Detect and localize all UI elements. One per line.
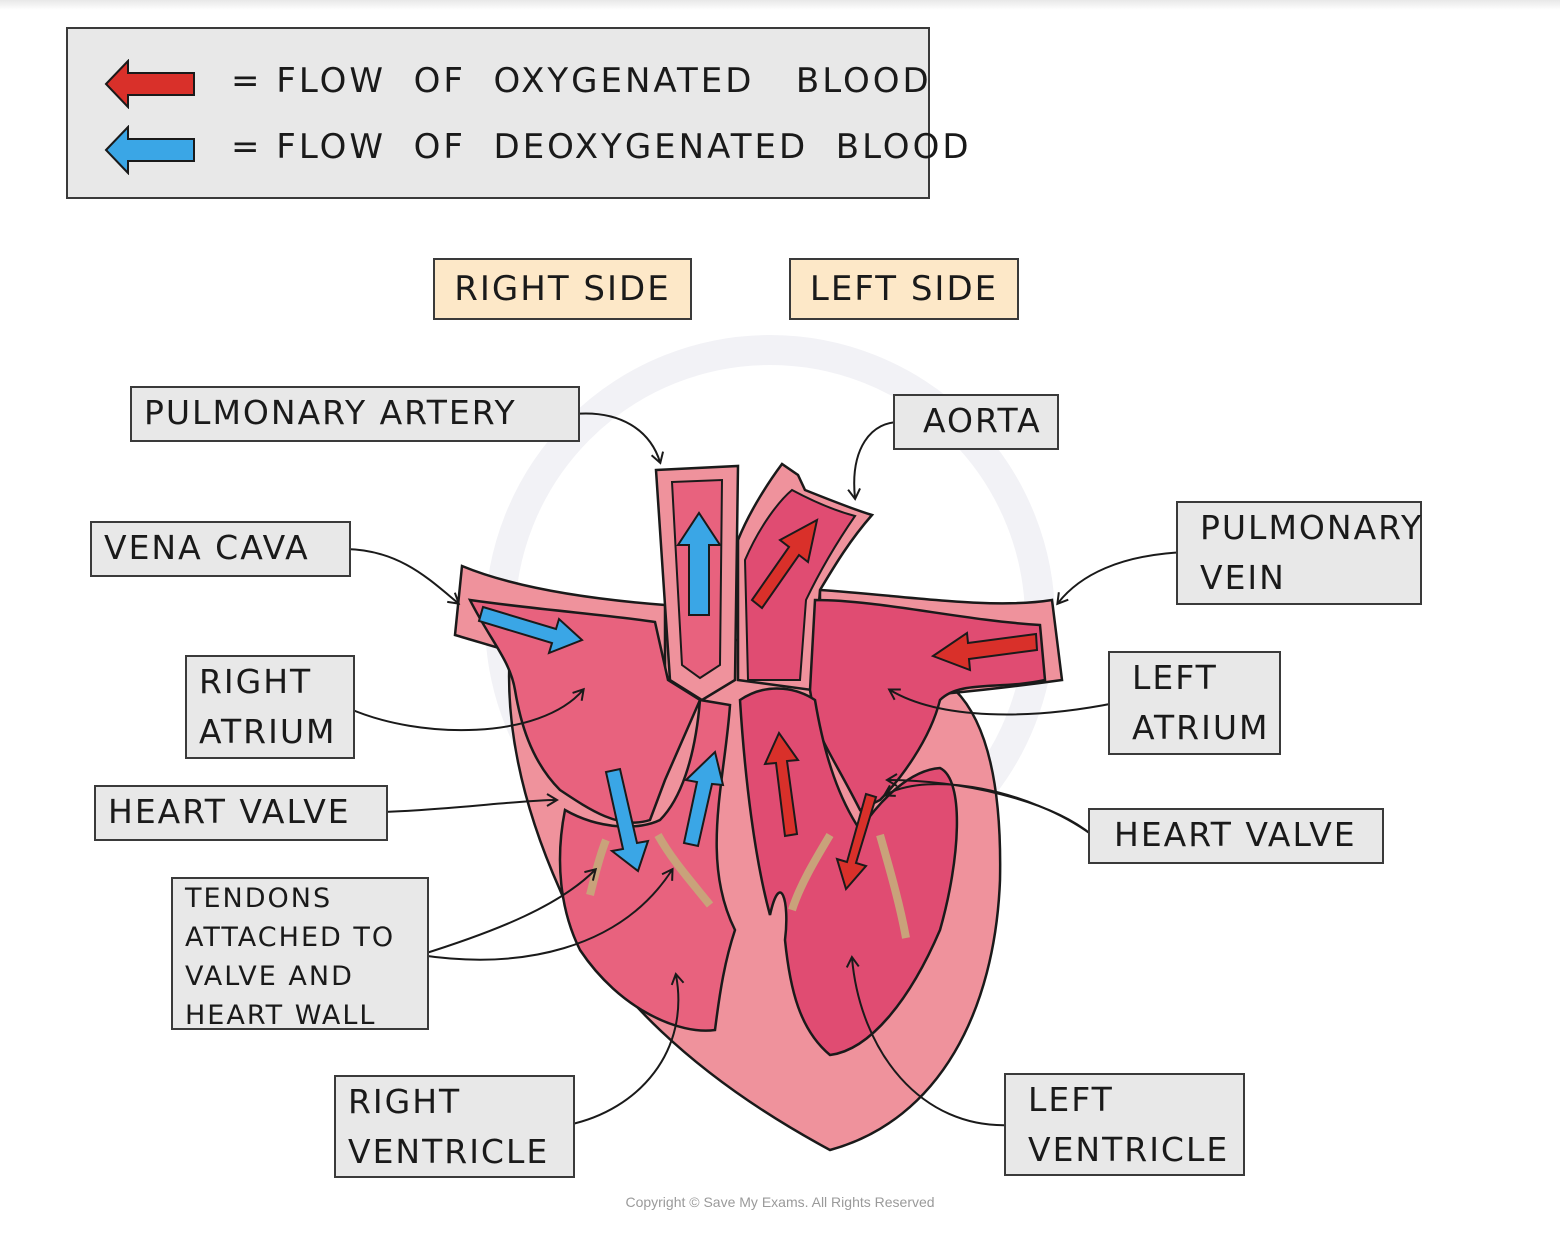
label-text: PULMONARY ARTERY [144, 393, 517, 432]
label-text: AORTA [923, 401, 1042, 440]
blue-arrow-icon [477, 605, 584, 655]
label-text: HEART WALL [185, 1000, 377, 1031]
label-text: ATRIUM [199, 712, 337, 751]
top-bar [0, 0, 1560, 10]
flow-arrows-deoxygenated [477, 511, 725, 873]
right-ventricle-chamber [558, 698, 737, 1032]
blue-arrow-icon [604, 767, 650, 873]
label-left-ventricle: LEFT VENTRICLE [1004, 1073, 1245, 1176]
label-vena-cava: VENA CAVA [90, 521, 351, 577]
red-arrow-icon [930, 631, 1039, 672]
red-arrow-icon [763, 730, 800, 838]
blue-arrow-icon [104, 125, 195, 175]
label-text: HEART VALVE [1114, 815, 1357, 854]
legend-box: = FLOW OF OXYGENATED BLOOD = FLOW OF DEO… [66, 27, 969, 199]
right-side-tag: RIGHT SIDE [433, 258, 692, 320]
label-text: VEIN [1200, 558, 1286, 597]
tendons [586, 832, 910, 939]
label-text: LEFT [1132, 658, 1218, 697]
label-text: VALVE AND [185, 961, 354, 992]
label-tendons: TENDONS ATTACHED TO VALVE AND HEART WALL [171, 877, 429, 1031]
red-arrow-icon [750, 518, 819, 610]
label-text: RIGHT [199, 662, 313, 701]
legend-deoxygenated: = FLOW OF DEOXYGENATED BLOOD [86, 125, 969, 175]
label-text: LEFT [1028, 1080, 1114, 1119]
legend-oxygenated: = FLOW OF OXYGENATED BLOOD [86, 59, 929, 109]
legend-oxygenated-text: = FLOW OF OXYGENATED BLOOD [231, 61, 932, 101]
label-text: HEART VALVE [108, 792, 351, 831]
copyright-notice: Copyright © Save My Exams. All Rights Re… [625, 1194, 935, 1210]
label-text: VENA CAVA [104, 528, 310, 567]
label-right-atrium: RIGHT ATRIUM [185, 655, 355, 759]
blue-arrow-icon [682, 750, 725, 848]
label-pulmonary-artery: PULMONARY ARTERY [130, 386, 580, 442]
label-text: PULMONARY [1200, 508, 1424, 547]
right-atrium-chamber [467, 598, 702, 824]
label-text: RIGHT [348, 1082, 462, 1121]
label-text: VENTRICLE [348, 1132, 550, 1171]
legend-deoxygenated-text: = FLOW OF DEOXYGENATED BLOOD [231, 127, 972, 167]
label-heart-valve-left: HEART VALVE [1088, 808, 1384, 864]
flow-arrows-oxygenated [750, 518, 1039, 892]
aorta-lumen [743, 488, 857, 681]
red-arrow-icon [104, 59, 195, 109]
label-pulmonary-vein: PULMONARY VEIN [1176, 501, 1422, 605]
red-arrow-icon [835, 792, 878, 892]
label-text: TENDONS [185, 883, 333, 914]
label-text: VENTRICLE [1028, 1130, 1230, 1169]
label-heart-valve-right: HEART VALVE [94, 785, 388, 841]
left-side-tag: LEFT SIDE [789, 258, 1019, 320]
label-left-atrium: LEFT ATRIUM [1108, 651, 1281, 755]
label-text: ATRIUM [1132, 708, 1270, 747]
label-text: ATTACHED TO [185, 922, 396, 953]
label-aorta: AORTA [893, 394, 1059, 450]
label-right-ventricle: RIGHT VENTRICLE [334, 1075, 575, 1178]
blue-arrow-icon [676, 511, 722, 616]
